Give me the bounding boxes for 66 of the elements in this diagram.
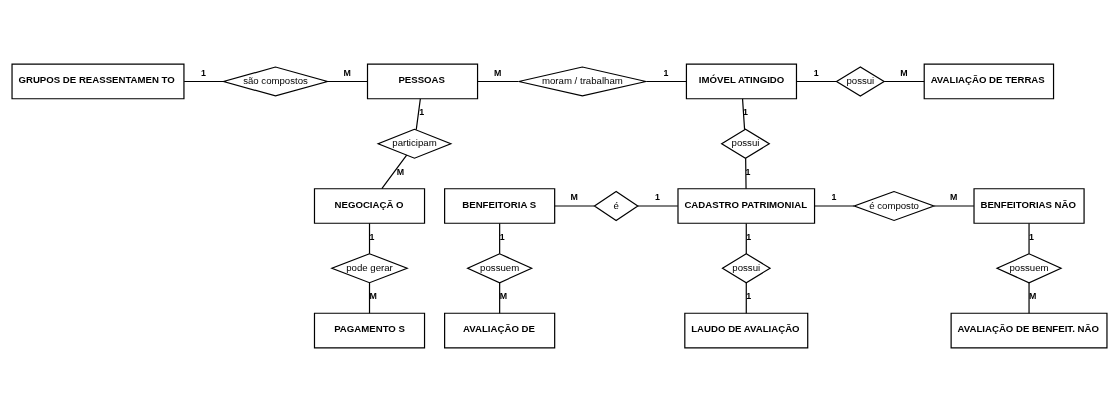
connector: [741, 98, 746, 131]
edge-label: 1: [746, 231, 752, 242]
connector: [499, 222, 501, 255]
connector: [499, 282, 501, 314]
node-box: AVALIAÇÃO DE: [444, 312, 556, 349]
edge-label: 1: [743, 107, 748, 118]
edge-label: 1: [200, 67, 206, 78]
node-box: BENFEITORIA S: [444, 188, 556, 224]
connector: [814, 205, 855, 207]
node-diamond: pode gerar: [330, 253, 409, 284]
connector: [745, 222, 747, 255]
node-box: CADASTRO PATRIMONIAL: [677, 188, 816, 224]
node-box: LAUDO DE AVALIAÇÃO: [684, 312, 809, 349]
edge-label: M: [570, 192, 578, 203]
edge-label: 1: [745, 166, 751, 177]
node-diamond: possui: [835, 66, 886, 97]
node-box: BENFEITORIAS NÃO: [973, 188, 1085, 224]
edge-label: 1: [746, 291, 752, 302]
node-diamond: são compostos: [221, 66, 330, 97]
node-diamond: é composto: [852, 190, 936, 222]
node-diamond: possui: [721, 253, 772, 284]
edge-label: M: [950, 192, 958, 203]
edge-label: M: [499, 291, 508, 302]
connector: [883, 80, 925, 83]
connector: [368, 282, 371, 314]
connector: [381, 154, 408, 190]
edge-label: 1: [663, 67, 669, 78]
edge-label: M: [343, 67, 351, 78]
connector: [1028, 282, 1030, 314]
connector: [368, 222, 371, 255]
connector: [745, 282, 747, 314]
edge-label: 1: [831, 192, 837, 203]
edge-label: 1: [655, 192, 661, 203]
node-diamond: é: [593, 190, 639, 222]
connector: [326, 80, 368, 83]
edge-label: 1: [369, 231, 375, 242]
connector: [645, 80, 687, 83]
node-diamond: possui: [720, 128, 771, 159]
node-box: PESSOAS: [366, 63, 479, 100]
connector: [477, 80, 520, 83]
node-box: AVALIAÇÃO DE TERRAS: [923, 63, 1055, 100]
node-diamond: possuem: [466, 253, 534, 284]
connector: [796, 80, 837, 83]
connector: [933, 205, 975, 207]
connector: [1028, 222, 1030, 255]
connector: [415, 98, 421, 131]
node-box: PAGAMENTO S: [313, 312, 426, 349]
connector: [183, 80, 225, 83]
edge-label: 1: [813, 67, 819, 78]
connector: [745, 157, 747, 190]
node-diamond: possuem: [995, 253, 1063, 284]
connector: [554, 205, 595, 207]
connector: [637, 205, 679, 207]
edge-label: 1: [1029, 231, 1034, 242]
edge-label: 1: [419, 107, 425, 118]
edge-label: M: [396, 166, 405, 177]
node-diamond: moram / trabalham: [518, 66, 647, 97]
node-box: IMÓVEL ATINGIDO: [685, 63, 798, 100]
edge-label: M: [900, 67, 908, 78]
node-diamond: participam: [376, 128, 453, 159]
node-box: NEGOCIAÇÃ O: [313, 188, 426, 224]
edge-label: M: [369, 291, 377, 302]
edge-label: M: [494, 67, 502, 78]
node-box: AVALIAÇÃO DE BENFEIT. NÃO: [950, 312, 1108, 349]
node-box: GRUPOS DE REASSENTAMEN TO: [11, 63, 185, 100]
edge-label: 1: [499, 231, 505, 242]
